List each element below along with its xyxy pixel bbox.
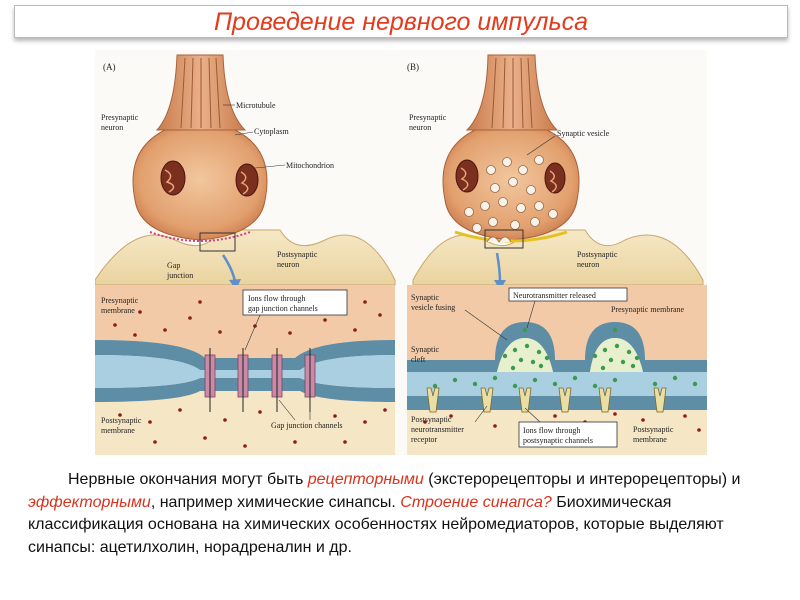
panel-b-tag: (B) <box>407 62 419 72</box>
panel-b-label-receptor: receptor <box>411 435 438 444</box>
slide-title: Проведение нервного импульса <box>213 8 589 36</box>
panel-a-label-post-membrane-2: membrane <box>101 426 135 435</box>
caption-emphasis-receptor: рецепторными <box>307 471 424 488</box>
panel-b-mitochondrion-2 <box>544 162 566 194</box>
panel-a-label-junction: junction <box>166 271 193 280</box>
panel-a-microtubules <box>180 57 221 129</box>
panel-b-microtubules <box>491 57 533 129</box>
panel-a-label-gap-junction-channels: Gap junction channels <box>271 421 343 430</box>
panel-a-label-presynaptic-neuron: neuron <box>101 123 123 132</box>
panel-b-label-postsynaptic: Postsynaptic <box>577 250 618 259</box>
panel-b-label-nt-released: Neurotransmitter released <box>513 291 596 300</box>
panel-a-label-postsynaptic-neuron: neuron <box>277 260 299 269</box>
panel-b-label-neurotransmitter: neurotransmitter <box>411 425 464 434</box>
panel-b-zoom-receptors <box>426 387 667 413</box>
panel-b-label-synaptic-cleft: Synaptic <box>411 345 439 354</box>
panel-a-overview: (A) Presynaptic neuron Microtubule Cytop… <box>95 54 396 290</box>
panel-b-label-presynaptic-neuron: neuron <box>409 123 431 132</box>
panel-a-label-mitochondrion: Mitochondrion <box>286 161 334 170</box>
panel-b-zoom-box <box>484 229 524 249</box>
panel-a-label-pre-membrane: Presynaptic <box>101 296 139 305</box>
panel-a-zoom-box <box>199 232 236 252</box>
caption-text-1: Нервные окончания могут быть <box>68 471 308 488</box>
panel-b-zoom-postsynaptic-membrane <box>407 396 707 410</box>
panel-b-label-pre-membrane: Presynaptic membrane <box>611 305 685 314</box>
synapse-figure: (A) Presynaptic neuron Microtubule Cytop… <box>95 50 707 455</box>
panel-b-axon <box>465 54 559 131</box>
panel-a-presynaptic-terminal <box>132 129 268 241</box>
panel-b-postsynaptic-neuron <box>412 229 704 286</box>
caption-text-2: (экстерорецепторы и интерорецепторы) и <box>423 471 741 488</box>
panel-a-label-presynaptic: Presynaptic <box>101 113 139 122</box>
panel-a-label-post-membrane: Postsynaptic <box>101 416 142 425</box>
panel-b-label-post-membrane-2: membrane <box>633 435 667 444</box>
synapse-diagram: (A) Presynaptic neuron Microtubule Cytop… <box>95 54 707 455</box>
panel-b-overview: (B) Presynaptic neuron Synaptic vesicle <box>407 54 704 290</box>
panel-b-zoom-neurotransmitters <box>432 327 698 389</box>
caption-emphasis-effector: эффекторными <box>28 493 151 511</box>
panel-b-zoom-arrow <box>495 252 502 283</box>
panel-a-label-ions-flow: Ions flow through <box>248 294 305 303</box>
caption-paragraph: Нервные окончания могут быть рецепторным… <box>28 469 770 559</box>
panel-b-active-zone <box>454 230 568 243</box>
panel-a-label-cytoplasm: Cytoplasm <box>254 127 289 136</box>
caption-text-3: , например химические синапсы. <box>150 493 401 511</box>
panel-b-zoom: Synaptic vesicle fusing Neurotransmitter… <box>407 285 707 455</box>
panel-b-ions-label-box <box>518 421 618 448</box>
panel-a-zoom: Ions flow through gap junction channels … <box>95 285 395 455</box>
caption-emphasis-question: Строение синапса? <box>400 493 552 511</box>
panel-a-label-gap: Gap <box>167 261 180 270</box>
slide-title-box: Проведение нервного импульса <box>14 5 788 38</box>
panel-b-label-presynaptic: Presynaptic <box>409 113 447 122</box>
panel-a-tag: (A) <box>103 62 116 72</box>
panel-b-label-synaptic-vesicle: Synaptic vesicle <box>557 129 610 138</box>
panel-b-label-synaptic: Synaptic <box>411 293 439 302</box>
panel-b-nt-label-box <box>508 287 628 302</box>
panel-a-zoom-presynaptic-membrane <box>95 340 395 370</box>
panel-b-label-postsynaptic-channels: postsynaptic channels <box>523 436 593 445</box>
caption-text-4: Биохимическая классификация основана на … <box>28 493 724 556</box>
panel-a-label-postsynaptic: Postsynaptic <box>277 250 318 259</box>
panel-b-zoom-presynaptic-membrane <box>407 322 707 372</box>
panel-a-label-gap-channels-flow: gap junction channels <box>248 304 318 313</box>
panel-a-ions-label-box <box>242 289 348 316</box>
panel-b-label-cleft: cleft <box>411 355 426 364</box>
panel-b-label-vesicle-fusing: vesicle fusing <box>411 303 455 312</box>
panel-b-label-postsynaptic-nt: Postsynaptic <box>411 415 452 424</box>
panel-b-label-post-membrane: Postsynaptic <box>633 425 674 434</box>
slide-caption: Нервные окончания могут быть рецепторным… <box>28 469 770 559</box>
panel-a-mitochondrion-1 <box>160 160 186 196</box>
panel-a-postsynaptic-neuron <box>95 229 396 286</box>
panel-a-label-microtubule: Microtubule <box>236 101 276 110</box>
panel-b-label-postsynaptic-neuron: neuron <box>577 260 599 269</box>
panel-b-label-ions-flow: Ions flow through <box>523 426 580 435</box>
panel-a-label-pre-membrane-2: membrane <box>101 306 135 315</box>
